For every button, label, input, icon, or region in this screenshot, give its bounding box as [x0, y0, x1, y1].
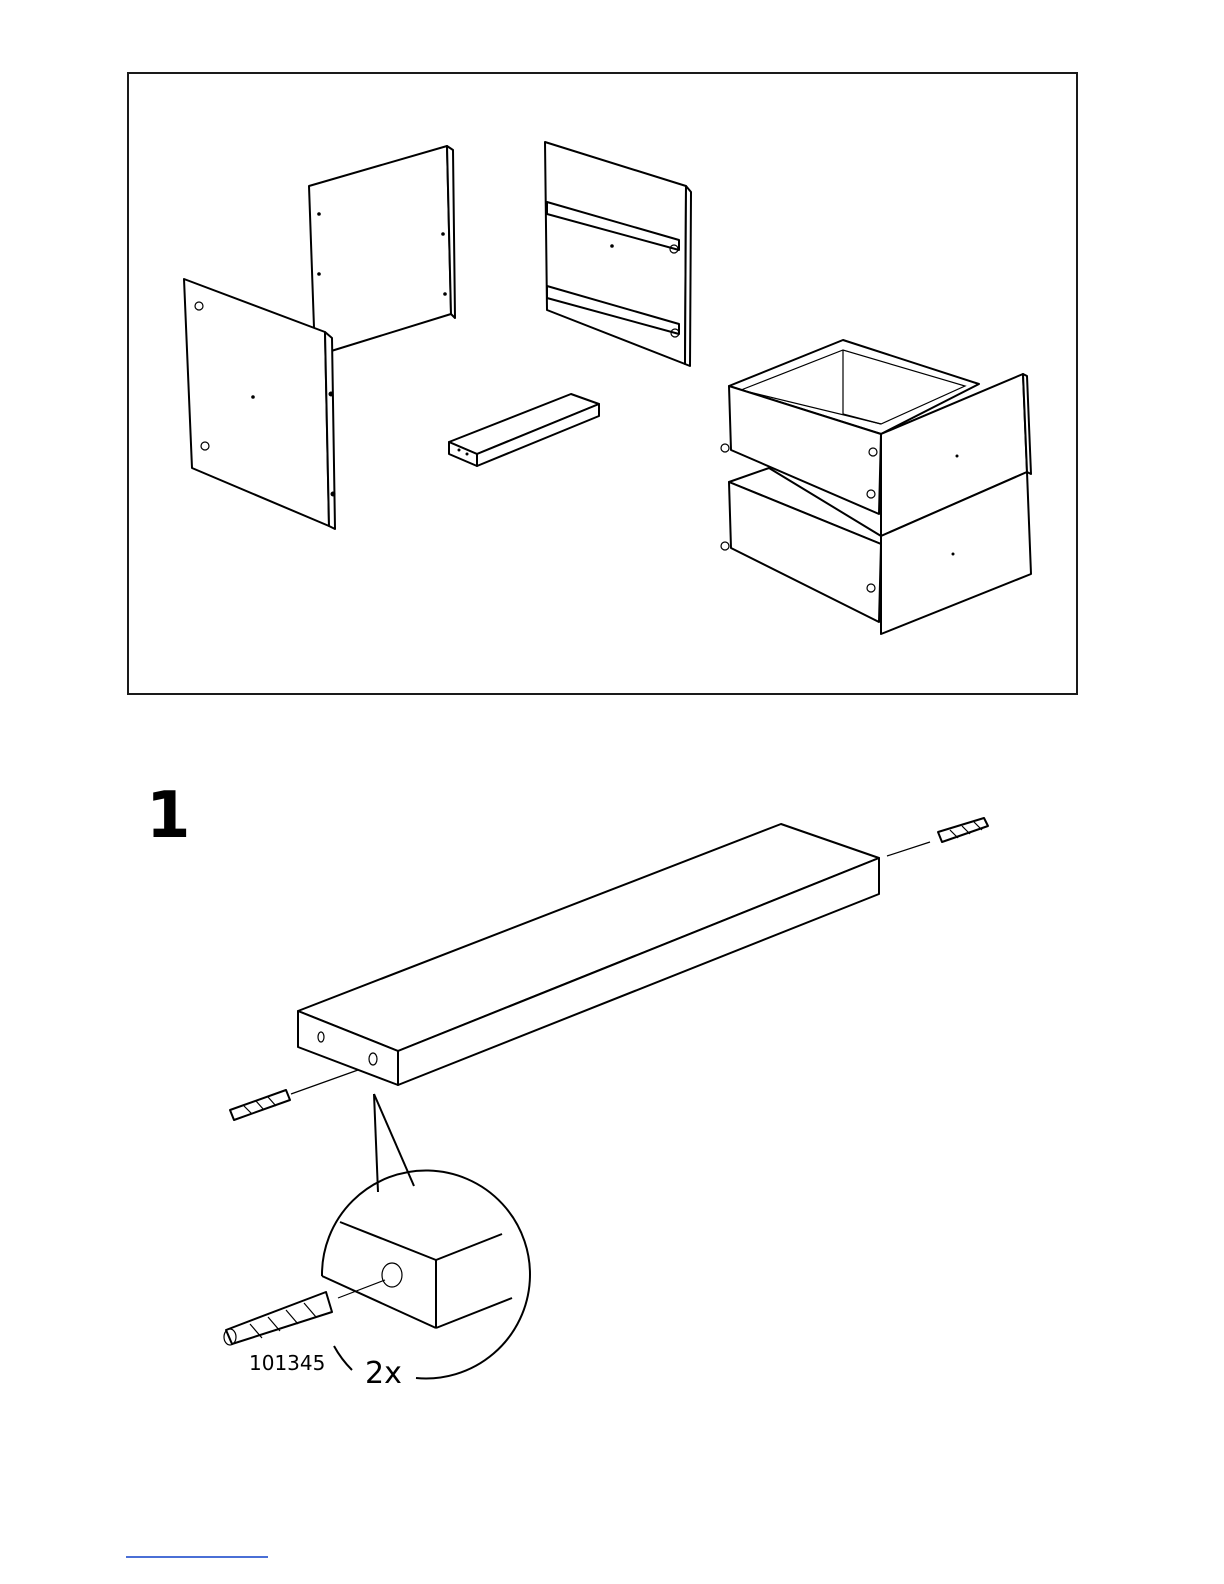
magnifier-callout-icon: [224, 1170, 530, 1378]
dowel-right-icon: [887, 818, 988, 856]
plinth-dowel-diagram: [0, 720, 1224, 1480]
plinth-board-icon: [449, 394, 599, 466]
parts-overview-illustration: [129, 74, 1080, 697]
footer-link-underline[interactable]: [126, 1556, 268, 1558]
dowel-left-icon: [230, 1070, 358, 1120]
drawer-rail-panel-icon: [545, 142, 691, 366]
part-number-label: 101345: [249, 1351, 325, 1375]
plinth-board-large-icon: [298, 824, 879, 1085]
parts-overview-frame: [127, 72, 1078, 695]
side-panel-back-icon: [309, 146, 455, 356]
step-1-illustration: [0, 720, 1224, 1480]
drawer-stack-icon: [721, 340, 1031, 634]
quantity-label: 2x: [365, 1356, 402, 1391]
